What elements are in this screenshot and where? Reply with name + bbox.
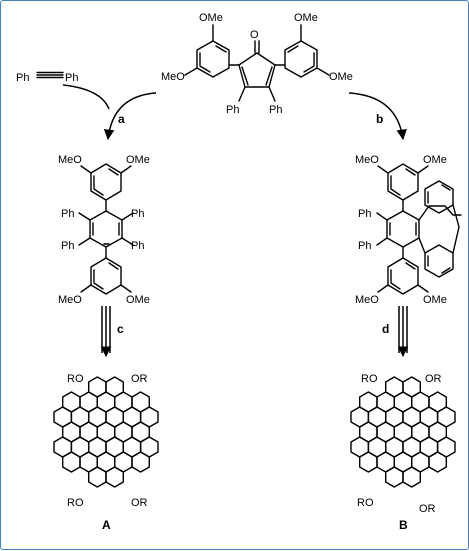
arrow-b-label: b [376, 112, 383, 126]
arrow-a [103, 92, 157, 141]
product-a-ring-6-1 [105, 466, 125, 488]
product-a-or-top: OR [131, 373, 148, 385]
left-int-ome-top: OMe [126, 154, 150, 166]
product-a-ring-5-4 [131, 451, 151, 473]
product-a-structure [53, 376, 159, 488]
left-int-ome-bottom: OMe [126, 294, 150, 306]
carbonyl-oxygen: O [250, 29, 259, 41]
dibenzo-intermediate-structure [376, 163, 462, 295]
product-b-ring-5-0 [359, 451, 378, 473]
top-meo-left: MeO [161, 71, 185, 83]
left-int-ph-2: Ph [131, 208, 144, 220]
top-ome-left: OMe [199, 12, 223, 24]
product-b-ring-5-4 [428, 451, 447, 473]
cyclopentadienone-structure [184, 24, 330, 102]
right-int-ome-bottom: OMe [423, 294, 447, 306]
top-ph-right: Ph [269, 104, 282, 116]
top-ome-right-lower: OMe [329, 71, 353, 83]
right-int-meo-bottom: MeO [355, 294, 379, 306]
right-int-ph-2: Ph [358, 240, 371, 252]
top-ome-right: OMe [294, 12, 318, 24]
product-a-or-bottom: OR [131, 497, 148, 509]
top-ph-left: Ph [226, 104, 239, 116]
left-int-meo-bottom: MeO [58, 294, 82, 306]
product-b-ro-top: RO [361, 373, 378, 385]
right-int-ph-1: Ph [358, 208, 371, 220]
arrow-a-reagent-branch [62, 84, 110, 110]
product-b-ring-6-1 [402, 466, 421, 488]
arrow-d [397, 306, 409, 358]
product-b-or-bottom: OR [419, 503, 436, 515]
left-int-ph-1: Ph [61, 208, 74, 220]
arrow-c-label: c [117, 322, 124, 336]
arrow-c [100, 306, 112, 358]
product-a-ro-top: RO [67, 373, 84, 385]
arrow-b [348, 92, 407, 141]
arrow-d-label: d [382, 322, 389, 336]
alkyne-ph-right: Ph [65, 72, 78, 84]
left-int-ph-3: Ph [61, 240, 74, 252]
left-int-ph-4: Ph [131, 240, 144, 252]
hexaarylbenzene-structure [78, 163, 134, 295]
product-b-structure [350, 376, 456, 488]
product-b-ring-6-0 [385, 466, 404, 488]
product-b-label: B [399, 518, 408, 532]
product-a-ro-bottom: RO [67, 497, 84, 509]
left-int-meo-top: MeO [58, 154, 82, 166]
product-a-ring-6-0 [87, 466, 107, 488]
product-b-ro-bottom: RO [357, 497, 374, 509]
right-int-meo-top: MeO [355, 154, 379, 166]
right-int-ome-top: OMe [423, 154, 447, 166]
alkyne-ph-left: Ph [16, 72, 29, 84]
product-a-ring-5-0 [62, 451, 81, 473]
arrow-a-label: a [118, 112, 125, 126]
product-a-label: A [102, 518, 111, 532]
product-b-or-top: OR [425, 373, 442, 385]
